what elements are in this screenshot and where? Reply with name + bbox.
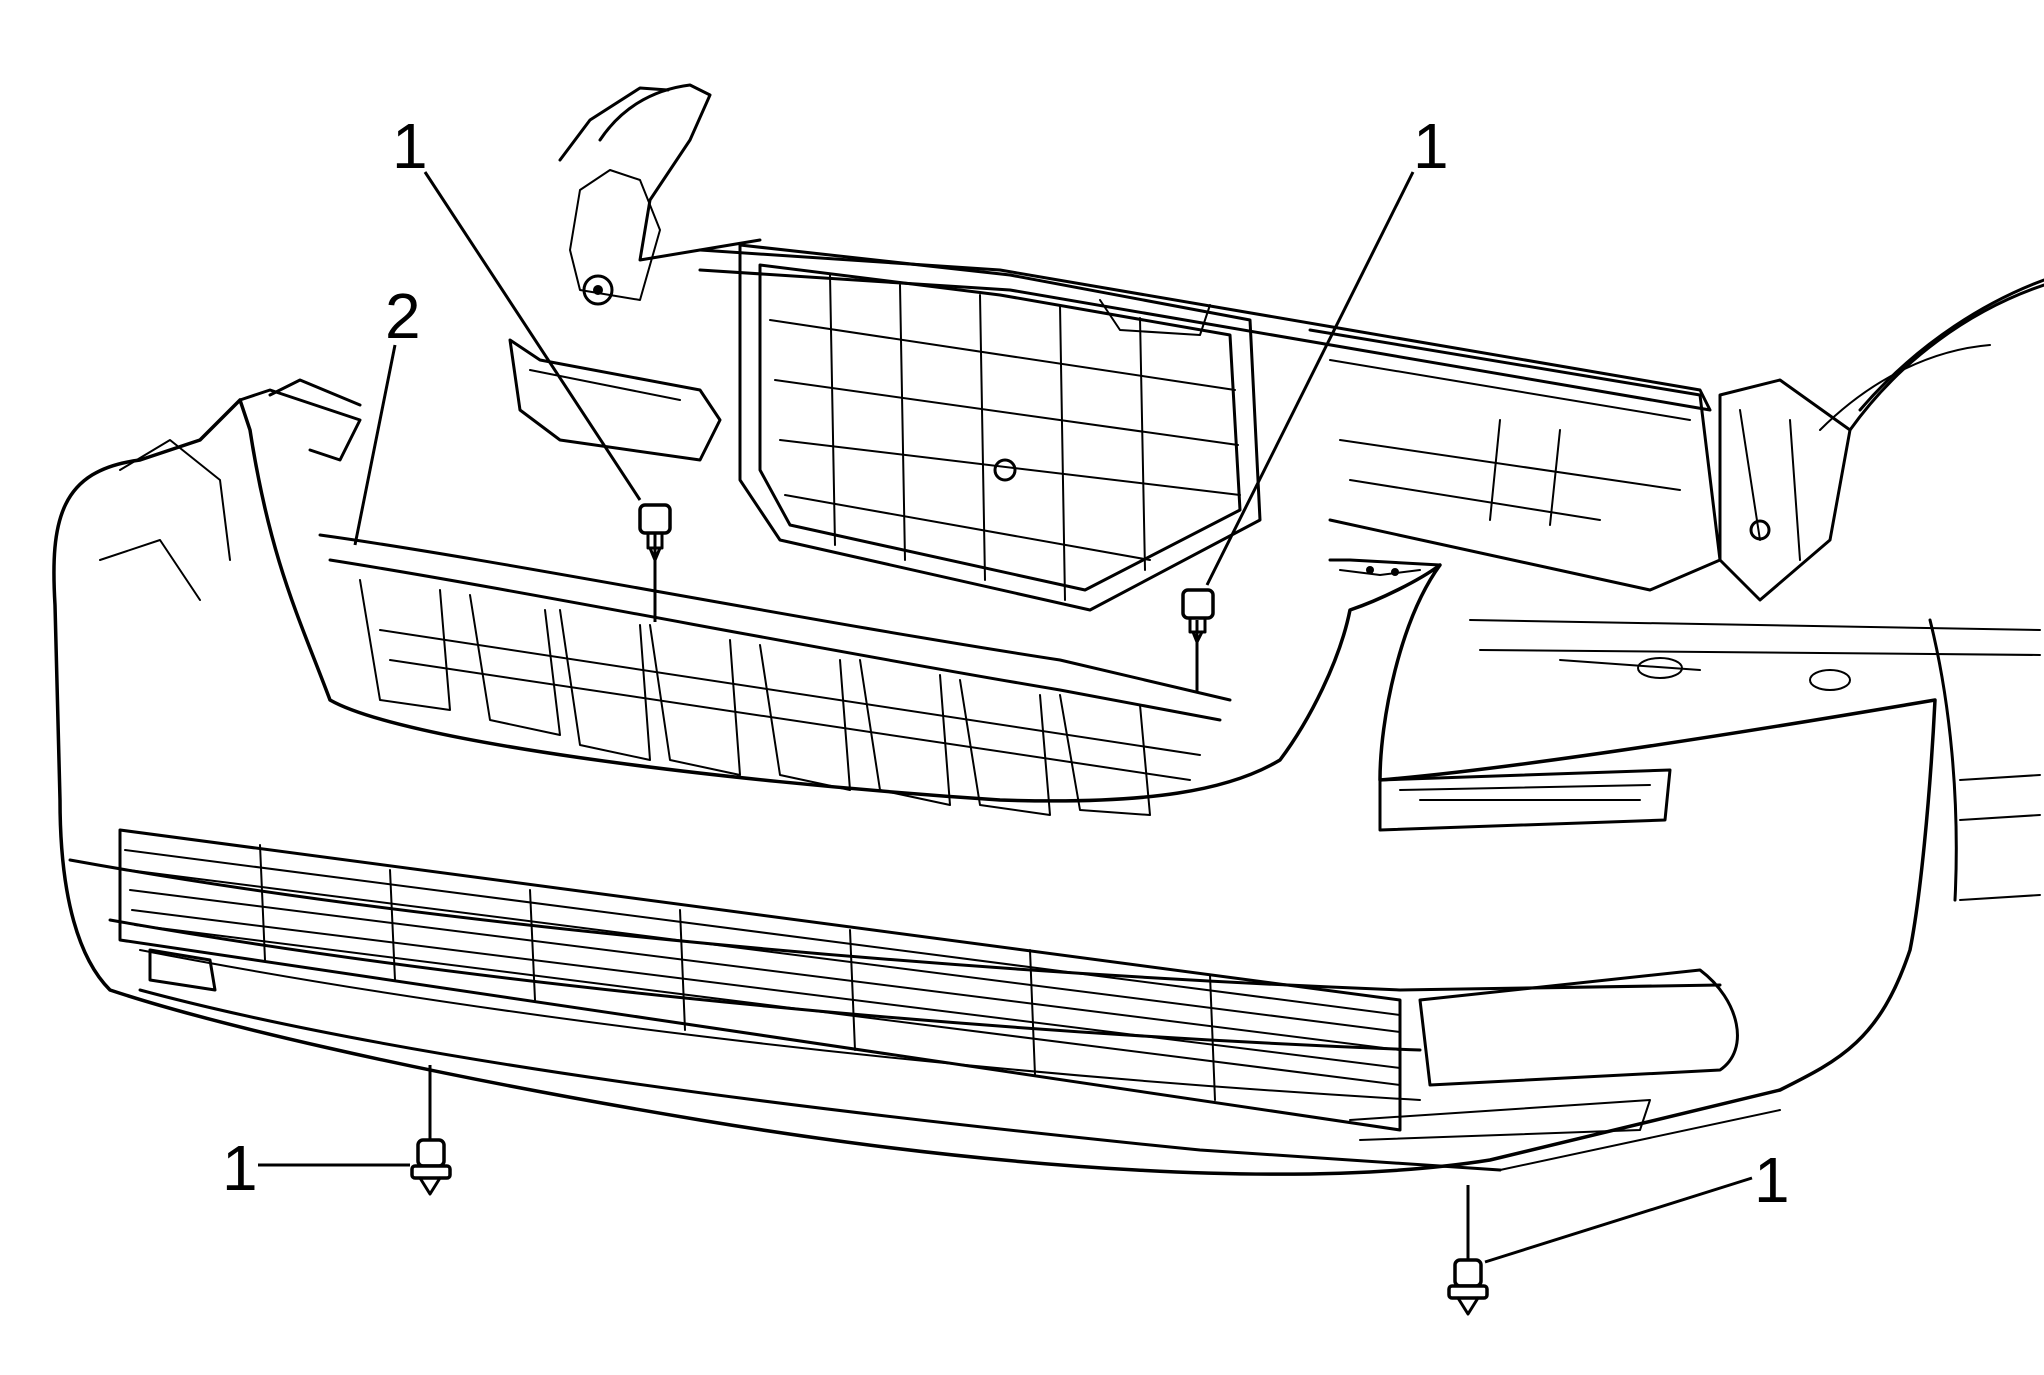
callout-fastener-top-right: 1 (1413, 110, 1449, 182)
lower-grille (118, 828, 1402, 1132)
callout-fastener-bottom-right: 1 (1754, 1144, 1790, 1216)
fastener-bottom-right (1447, 1185, 1489, 1316)
fastener-top-right (1181, 588, 1215, 692)
callout-fascia: 2 (385, 280, 421, 352)
callout-fastener-top-left: 1 (392, 110, 428, 182)
callout-fastener-bottom-left: 1 (222, 1132, 258, 1204)
grille (738, 243, 1262, 612)
fascia-inner-supports (359, 579, 1201, 816)
vehicle-front-structure (508, 83, 2044, 902)
fastener-top-left (638, 503, 672, 622)
fastener-bottom-left (410, 1065, 452, 1196)
leader-lines (258, 171, 1753, 1264)
bumper-fascia (52, 378, 1937, 1176)
